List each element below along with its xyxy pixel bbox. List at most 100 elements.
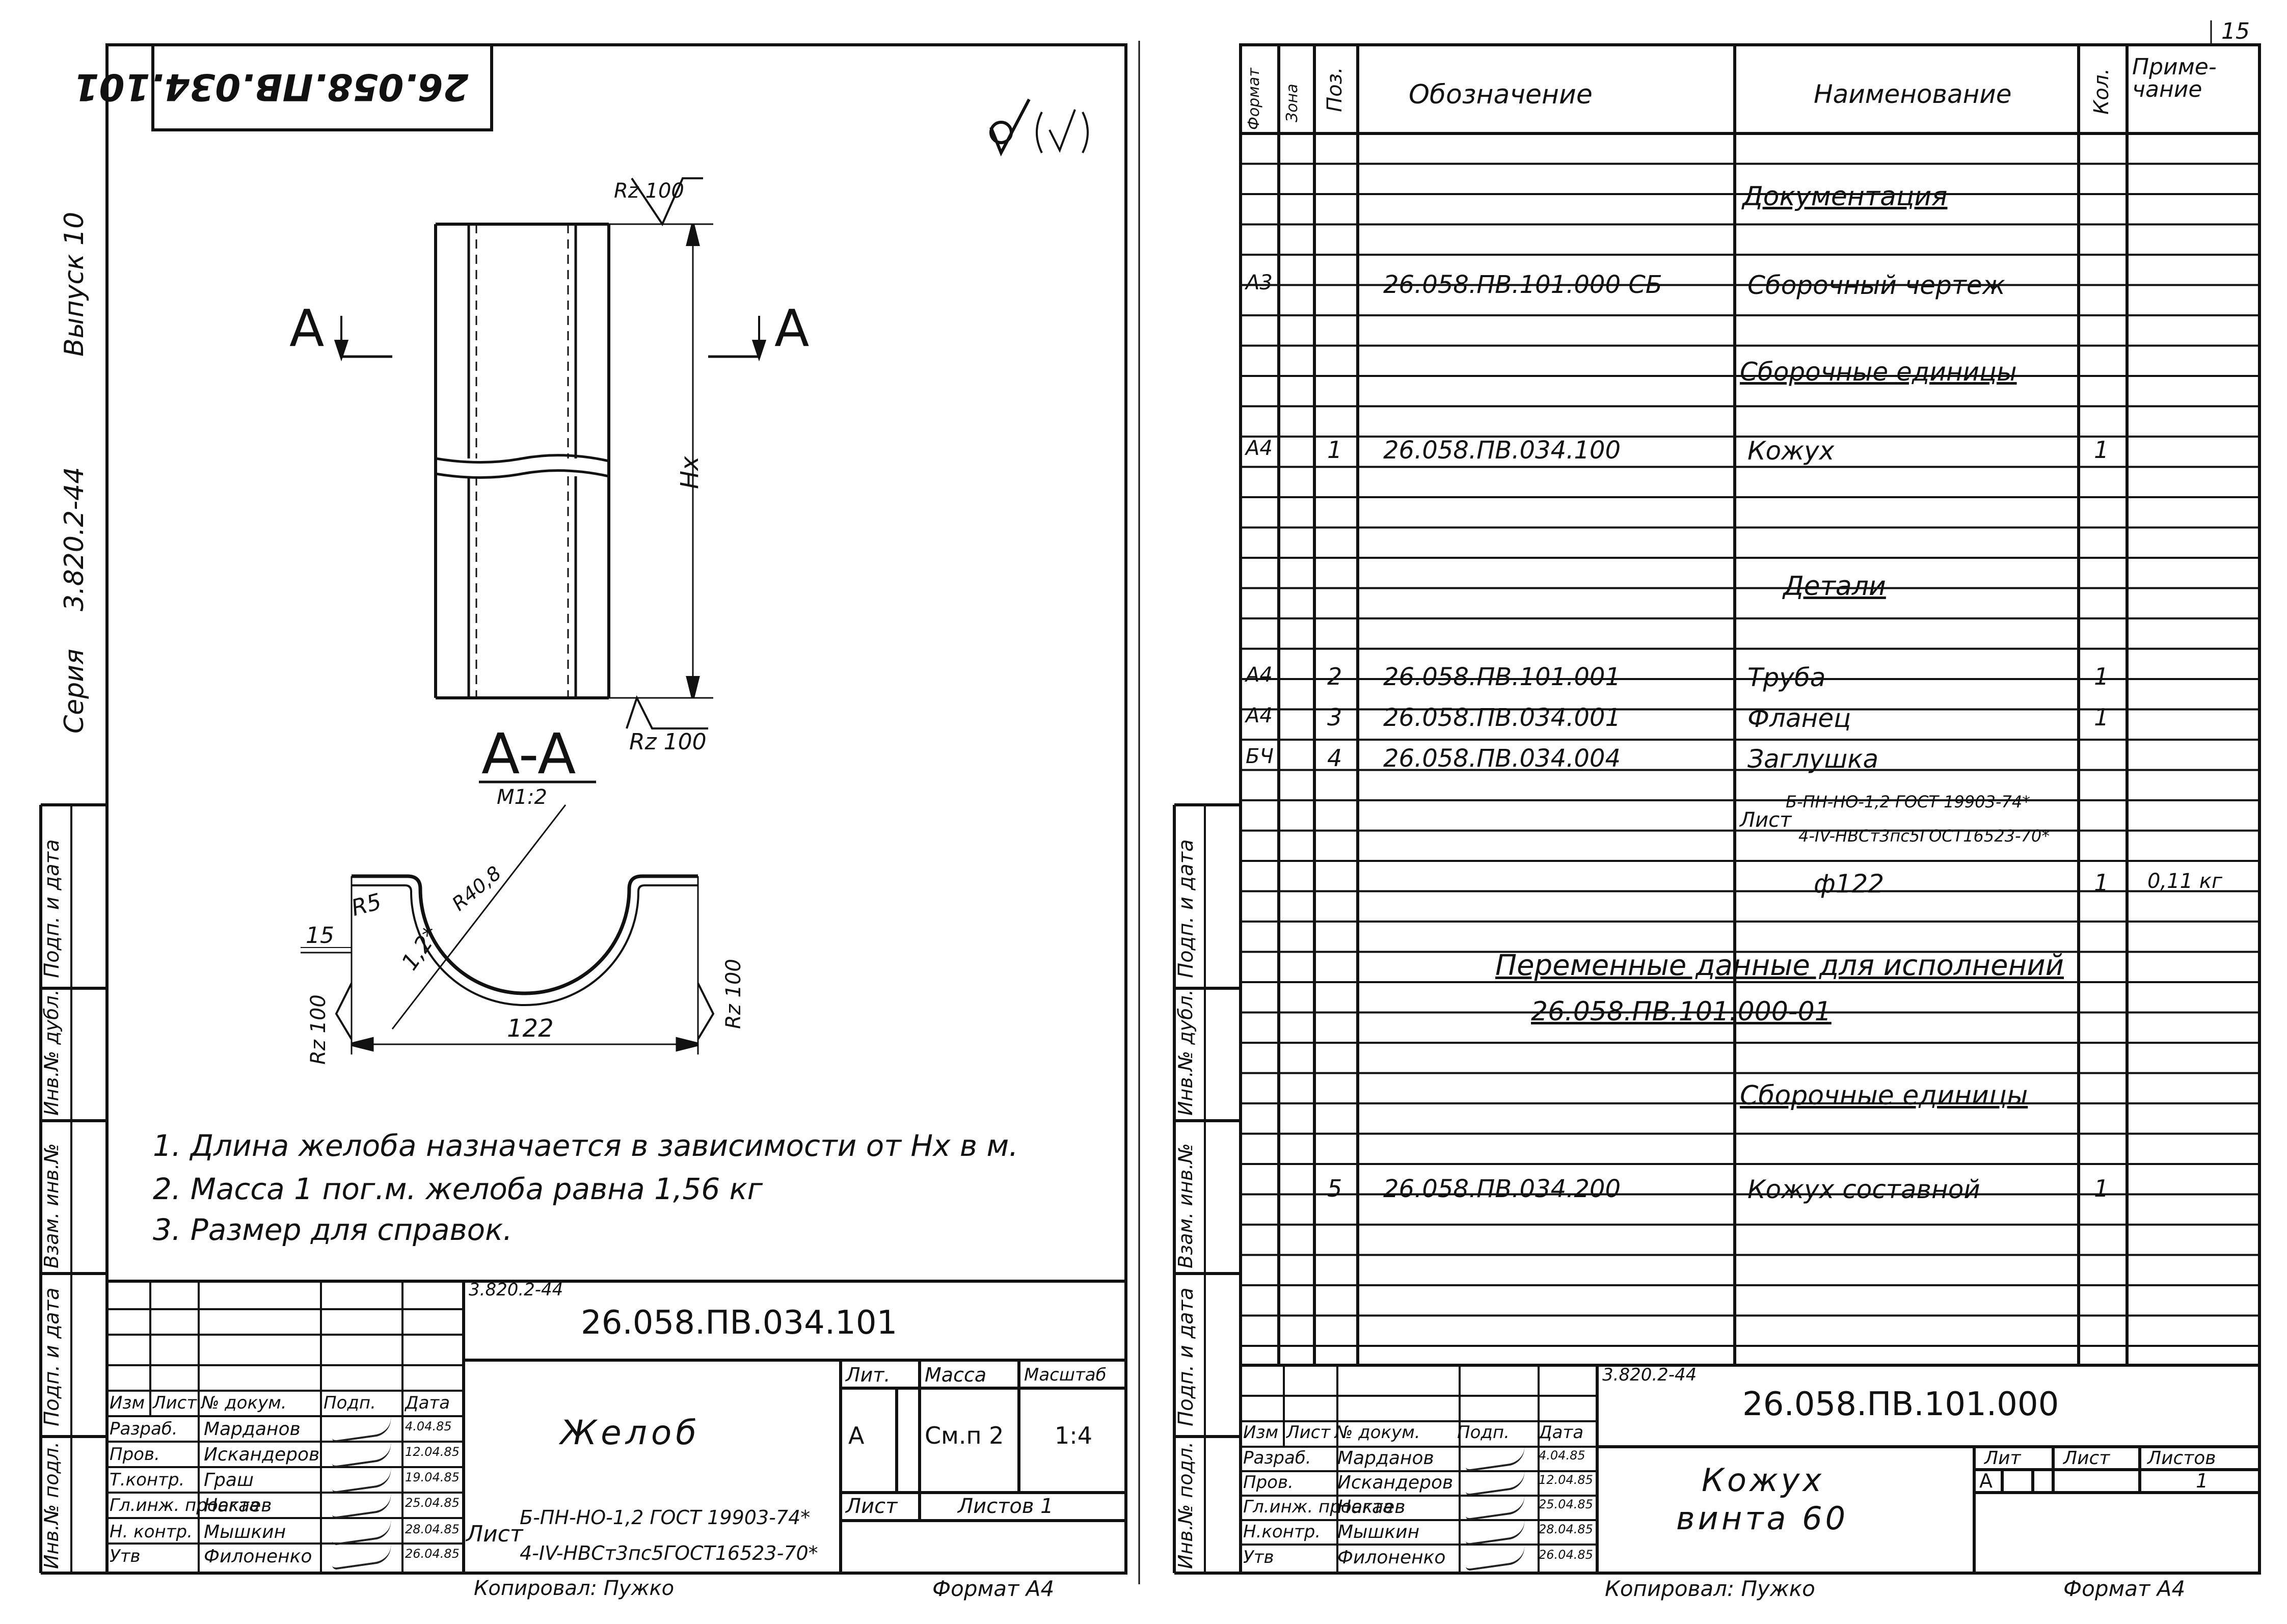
stamp-date: 25.04.85	[405, 1496, 460, 1510]
right-side-inv-podl: Инв.№ подл.	[1174, 1441, 1197, 1569]
col-header-oboznachenie: Обозначение	[1409, 79, 1593, 110]
stamp-mass-header: Масса	[925, 1364, 987, 1386]
stamp-col-header: № докум.	[201, 1393, 287, 1413]
rz-right: Rz 100	[722, 959, 745, 1029]
right-stamp-name-1: Кожух	[1702, 1461, 1825, 1499]
spec-cell-format: А4	[1246, 704, 1273, 727]
note-3: 3. Размер для справок.	[153, 1212, 513, 1247]
side-label-seria: Серия	[59, 648, 90, 734]
spec-cell-qty: 1	[2094, 1175, 2109, 1202]
stamp-role: Гл.инж. проекта	[110, 1495, 260, 1515]
spec-cell-poz: 1	[1327, 436, 1342, 464]
spec-material-1: Б-ПН-НО-1,2 ГОСТ 19903-74*	[1786, 792, 2031, 811]
right-side-podp-data: Подп. и дата	[1174, 839, 1198, 978]
side-label-series-code: 3.820.2-44	[59, 467, 90, 611]
spec-cell-code: 26.058.ПВ.034.001	[1383, 703, 1621, 732]
section-title: A-A	[481, 721, 576, 787]
note-1: 1. Длина желоба назначается в зависимост…	[153, 1128, 1018, 1163]
stamp-role: Н.контр.	[1243, 1522, 1321, 1542]
spec-cell-poz: 2	[1327, 663, 1342, 690]
stamp-name: Искандеров	[204, 1444, 320, 1465]
stamp-scale-header: Масштаб	[1024, 1365, 1107, 1385]
roughness-mark	[989, 98, 1089, 157]
stamp-col-header: Лист	[1286, 1422, 1331, 1443]
stamp-name: Марданов	[1337, 1448, 1434, 1469]
stamp-role: Утв	[110, 1546, 141, 1566]
spec-cell-name: ф122	[1814, 869, 1885, 899]
left-copied: Копировал: Пужко	[474, 1577, 675, 1600]
stamp-col-header: Изм	[1243, 1422, 1279, 1443]
stamp-date: 12.04.85	[405, 1445, 460, 1459]
right-stamp-sheet-header: Лист	[2063, 1448, 2110, 1469]
right-side-podp-data-2: Подп. и дата	[1174, 1287, 1198, 1426]
stamp-role: Н. контр.	[110, 1522, 193, 1542]
right-copied: Копировал: Пужко	[1605, 1576, 1815, 1601]
right-side-vzam-inv: Взам. инв.№	[1174, 1143, 1197, 1268]
right-stamp-series-small: 3.820.2-44	[1602, 1365, 1697, 1385]
spec-material-prefix: Лист	[1740, 808, 1792, 832]
stamp-col-header: Подп.	[1457, 1422, 1510, 1443]
stamp-role: Разраб.	[1243, 1448, 1311, 1468]
stamp-role: Разраб.	[110, 1419, 178, 1439]
col-header-poz: Поз.	[1323, 67, 1347, 112]
section-assembly-units-2: Сборочные единицы	[1740, 1080, 2028, 1111]
spec-cell-code: 26.058.ПВ.034.004	[1383, 744, 1621, 773]
spec-cell-name: Кожух	[1747, 436, 1835, 466]
side-label-podp-data: Подп. и дата	[40, 839, 64, 978]
rz-left: Rz 100	[307, 994, 330, 1065]
right-stamp-name-2: винта 60	[1676, 1500, 1849, 1537]
stamp-name: Мышкин	[204, 1522, 286, 1542]
col-header-kol: Кол.	[2090, 68, 2113, 115]
spec-cell-name: Заглушка	[1747, 744, 1879, 774]
stamp-col-header: Дата	[405, 1393, 450, 1413]
spec-cell-code: 26.058.ПВ.034.100	[1383, 436, 1621, 465]
stamp-date: 19.04.85	[405, 1470, 460, 1484]
section-a-left: A	[289, 299, 325, 358]
col-header-naimenovanie: Наименование	[1814, 79, 2012, 109]
stamp-sheets-label: Листов 1	[958, 1495, 1054, 1518]
stamp-role: Пров.	[1243, 1472, 1294, 1493]
stamp-col-header: Изм	[110, 1393, 145, 1413]
section-documentation: Документация	[1742, 181, 1948, 212]
spec-cell-poz: 3	[1327, 703, 1342, 731]
stamp-date: 28.04.85	[405, 1522, 460, 1536]
stamp-name: Филоненко	[1337, 1547, 1446, 1568]
dim-hx: Hx	[676, 456, 704, 490]
stamp-name: Марданов	[204, 1419, 301, 1440]
spec-cell-format: БЧ	[1246, 745, 1274, 768]
section-variant-code: 26.058.ПВ.101.000-01	[1531, 996, 1832, 1027]
spec-cell-format: А4	[1246, 663, 1273, 687]
stamp-name: Филоненко	[204, 1546, 312, 1567]
spec-cell-note: 0,11 кг	[2147, 870, 2222, 893]
stamp-date: 26.04.85	[1539, 1548, 1593, 1562]
dim-122: 122	[507, 1014, 554, 1043]
spec-cell-qty: 1	[2094, 663, 2109, 690]
side-label-inv-dubl: Инв.№ дубл.	[40, 989, 63, 1116]
right-stamp-code: 26.058.ПВ.101.000	[1742, 1386, 2059, 1423]
col-header-zona: Зона	[1283, 84, 1301, 122]
spec-cell-qty: 1	[2094, 436, 2109, 464]
stamp-col-header: № докум.	[1335, 1422, 1420, 1443]
side-label-podp-data-2: Подп. и дата	[40, 1287, 64, 1426]
left-format: Формат А4	[932, 1576, 1055, 1601]
stamp-name: Граш	[204, 1470, 254, 1491]
spec-cell-name: Труба	[1747, 663, 1826, 692]
stamp-name: Нагаев	[204, 1495, 272, 1516]
part-elevation	[334, 177, 767, 783]
section-scale: M1:2	[497, 786, 547, 809]
stamp-lit-header: Лит.	[846, 1364, 891, 1386]
stamp-date: 4.04.85	[1539, 1448, 1585, 1463]
stamp-name: Мышкин	[1337, 1522, 1420, 1542]
page-number: 15	[2221, 18, 2250, 44]
stamp-date: 26.04.85	[405, 1547, 460, 1561]
stamp-date: 28.04.85	[1539, 1522, 1593, 1536]
stamp-name: Искандеров	[1337, 1472, 1454, 1493]
stamp-material-2: 4-IV-НВСт3пс5ГОСТ16523-70*	[520, 1542, 818, 1564]
stamp-code: 26.058.ПВ.034.101	[581, 1304, 898, 1342]
stamp-role: Гл.инж. проекта	[1243, 1497, 1393, 1517]
right-side-inv-dubl: Инв.№ дубл.	[1174, 989, 1197, 1116]
stamp-scale: 1:4	[1055, 1422, 1093, 1449]
spec-cell-qty: 1	[2094, 703, 2109, 731]
part-section	[301, 804, 715, 1054]
